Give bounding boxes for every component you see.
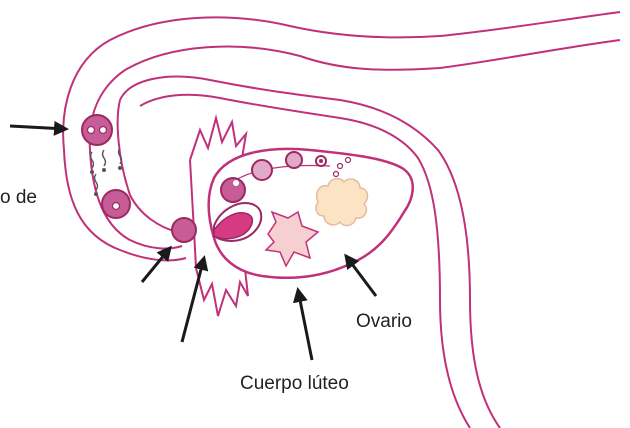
arrow-cuerpo-luteo — [298, 290, 312, 360]
arrow-fimbriae — [182, 258, 204, 342]
corpus-albicans — [316, 179, 367, 226]
follicle-tiny-1 — [338, 164, 343, 169]
released-oocyte — [172, 218, 196, 242]
label-partial-left: o de — [0, 188, 37, 207]
follicle-medium — [252, 160, 272, 180]
follicle-tiny-3 — [334, 172, 339, 177]
label-cuerpo-luteo: Cuerpo lúteo — [240, 374, 349, 393]
follicle-tiny-2 — [346, 158, 351, 163]
primary-follicle-large — [221, 178, 245, 202]
zygote-upper — [82, 115, 112, 145]
arrow-tube — [10, 126, 66, 129]
label-ovario: Ovario — [356, 312, 412, 331]
arrow-oocyte — [142, 248, 170, 282]
arrow-ovario — [346, 256, 376, 296]
follicle-small-1 — [286, 152, 302, 168]
